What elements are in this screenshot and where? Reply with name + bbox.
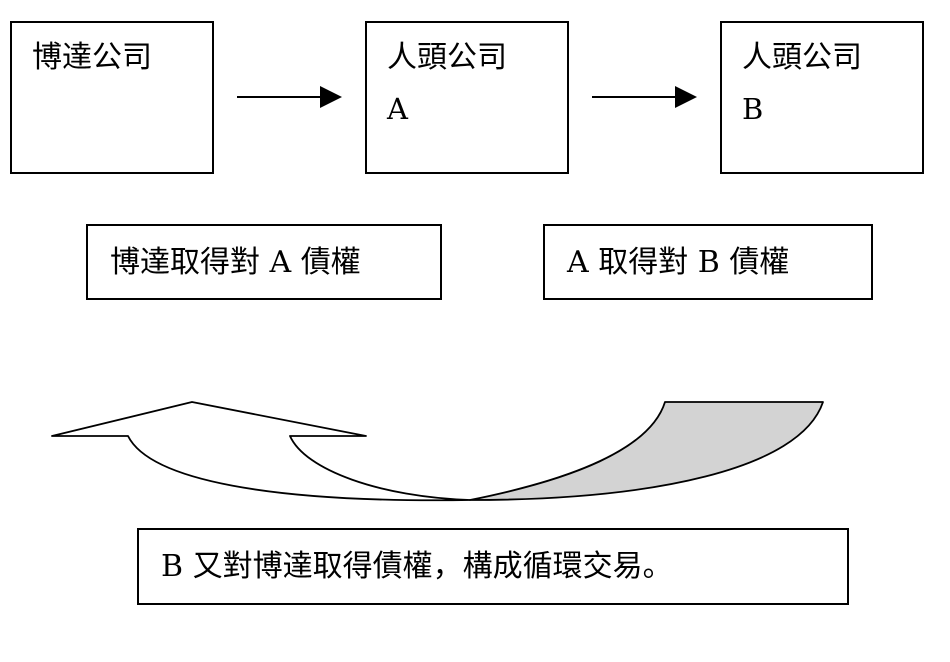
nominee-company-b-label: 人頭公司 bbox=[742, 40, 862, 75]
nominee-company-a-code: A bbox=[387, 92, 408, 126]
boda-company-box: 博達公司 bbox=[10, 21, 214, 174]
circular-trade-note-text: B 又對博達取得債權，構成循環交易。 bbox=[161, 549, 673, 584]
arrow-boda-to-a bbox=[237, 86, 342, 108]
curved-arrow-front-face bbox=[51, 401, 471, 502]
nominee-company-a-box: 人頭公司 A bbox=[365, 21, 569, 174]
boda-claim-on-a-text: 博達取得對 A 債權 bbox=[110, 245, 361, 280]
nominee-company-a-label: 人頭公司 bbox=[387, 40, 507, 75]
arrow-a-to-b bbox=[592, 86, 697, 108]
curved-arrow-shaded-face bbox=[469, 401, 824, 501]
boda-claim-on-a-box: 博達取得對 A 債權 bbox=[86, 224, 442, 300]
a-claim-on-b-box: A 取得對 B 債權 bbox=[543, 224, 873, 300]
circular-trade-note-box: B 又對博達取得債權，構成循環交易。 bbox=[137, 528, 849, 605]
nominee-company-b-box: 人頭公司 B bbox=[720, 21, 924, 174]
nominee-company-b-code: B bbox=[742, 92, 764, 126]
boda-company-label: 博達公司 bbox=[32, 40, 152, 75]
a-claim-on-b-text: A 取得對 B 債權 bbox=[567, 245, 790, 280]
curved-return-arrow bbox=[51, 401, 824, 502]
